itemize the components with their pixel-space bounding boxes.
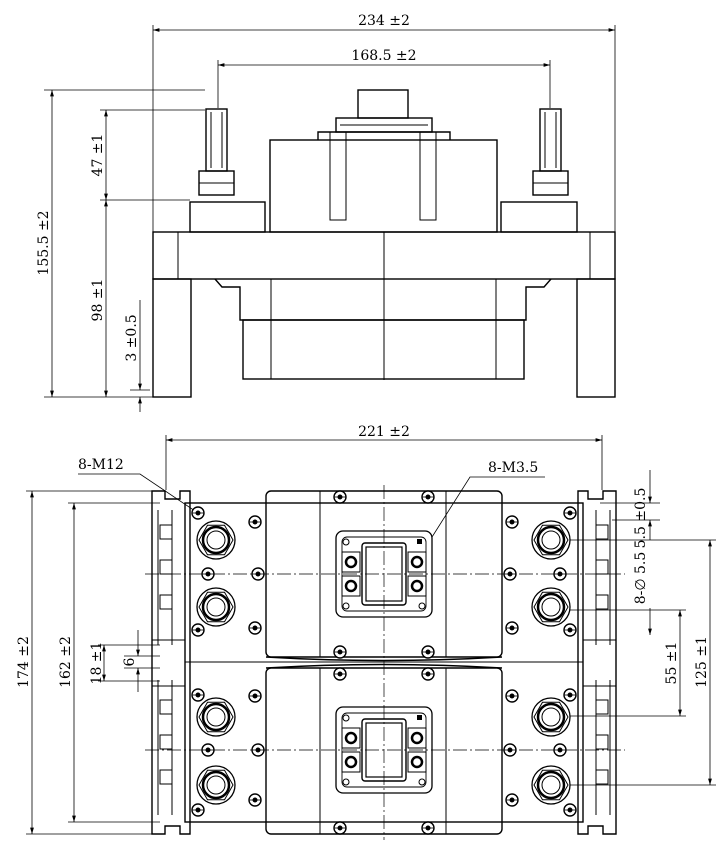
dim-overall-width: 234 ±2 [358,13,410,29]
dim-base-offset: 3 ±0.5 [124,314,140,361]
dim-gap-small: 6 [122,657,138,666]
dim-length-outer: 174 ±2 [16,636,32,688]
front-elevation-view: 234 ±2 168.5 ±2 155.5 ±2 47 ±1 98 ±1 3 ±… [36,13,616,412]
dim-terminal-spacing: 168.5 ±2 [351,48,416,64]
dim-mount-holes: 8-∅ 5.5 [633,552,649,605]
dim-gap: 18 ±1 [89,642,105,685]
callout-aux-screws: 8-M3.5 [488,460,538,476]
dim-pitch-125: 125 ±1 [694,636,710,688]
dim-base-width: 221 ±2 [358,424,410,440]
dim-pitch-55: 55 ±1 [664,642,680,685]
plan-view: 221 ±2 8-M12 8-M3.5 174 ±2 162 ±2 18 ±1 … [16,424,716,840]
dim-body-height: 98 ±1 [90,279,106,322]
bolt-1 [195,519,237,561]
callout-main-screws: 8-M12 [78,457,124,473]
dim-length-inner: 162 ±2 [58,636,74,688]
dim-hole-offset: 5.5 ±0.5 [633,488,649,549]
dim-terminal-height: 47 ±1 [90,134,106,177]
dim-overall-height: 155.5 ±2 [36,210,52,275]
